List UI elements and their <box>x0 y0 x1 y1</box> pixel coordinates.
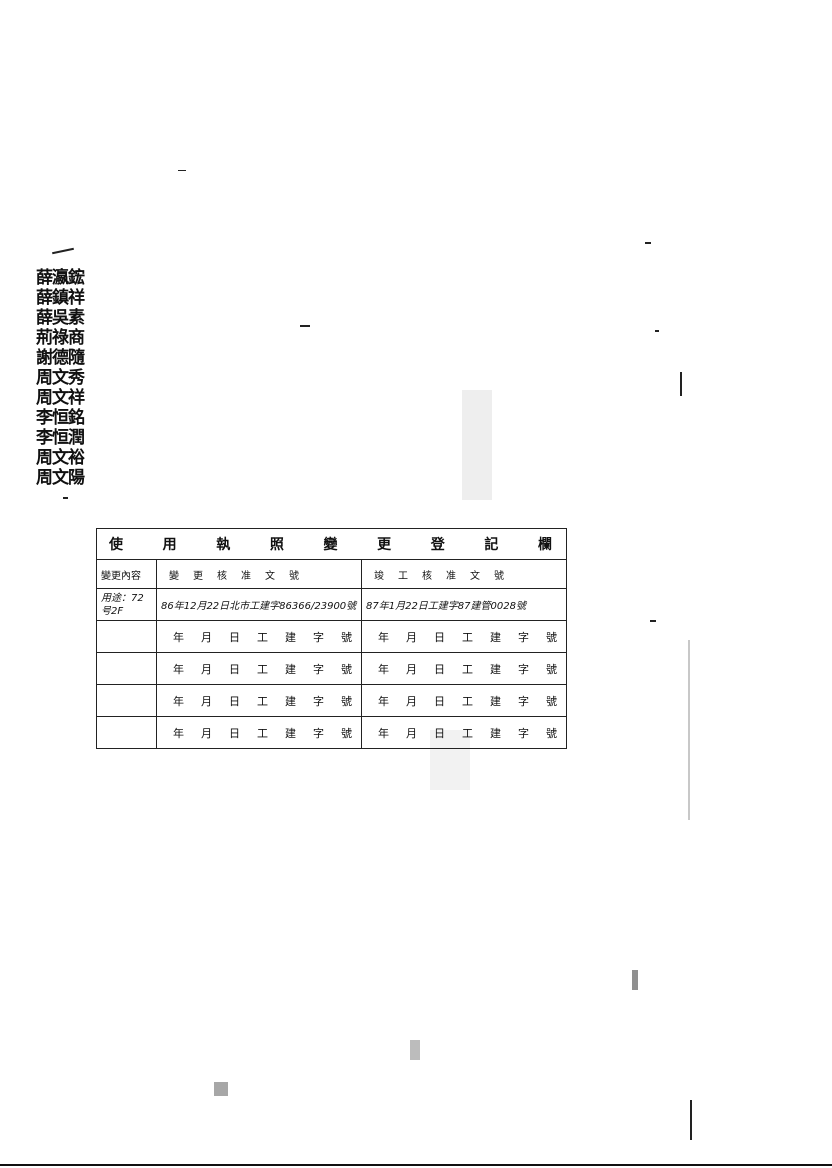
owner-name: 周文秀 <box>36 368 85 388</box>
scan-speck <box>214 1082 228 1096</box>
owner-name: 周文裕 <box>36 448 85 468</box>
completion-approval-cell: 87年1月22日工建字87建管0028號 <box>360 588 568 621</box>
header-change-content: 變更內容 <box>96 559 157 589</box>
table-row: 年月日工建字號 年月日工建字號 <box>96 652 568 685</box>
change-content-cell <box>96 652 157 685</box>
change-content-cell: 用途：72号2F <box>96 588 157 621</box>
table-row: 用途：72号2F 86年12月22日北市工建字86366/23900號 87年1… <box>96 588 568 621</box>
owner-name: 李恒潤 <box>36 428 85 448</box>
header-change-approval-no: 變更核准文號 <box>156 559 362 589</box>
change-content-cell <box>96 684 157 717</box>
scan-speck <box>650 620 656 622</box>
owner-name-list: 薛瀛鋐 薛鎮祥 薛吳素 荊祿商 謝德隨 周文秀 周文祥 李恒銘 李恒潤 周文裕 … <box>36 268 96 488</box>
scan-speck <box>690 1100 692 1140</box>
owner-name: 薛瀛鋐 <box>36 268 85 288</box>
change-content-cell <box>96 716 157 749</box>
scan-speck <box>680 372 682 396</box>
table-row: 年月日工建字號 年月日工建字號 <box>96 620 568 653</box>
table-title: 使用執照變更登記欄 <box>95 528 568 560</box>
table-header-row: 變更內容 變更核准文號 竣工核准文號 <box>96 559 568 589</box>
scan-speck <box>645 242 651 244</box>
scan-speck <box>63 497 68 499</box>
owner-name: 薛吳素 <box>36 308 85 328</box>
change-approval-cell: 86年12月22日北市工建字86366/23900號 <box>156 588 362 621</box>
owner-name: 謝德隨 <box>36 348 85 368</box>
owner-name: 周文陽 <box>36 468 85 488</box>
owner-name: 李恒銘 <box>36 408 85 428</box>
scan-speck <box>632 970 638 990</box>
owner-name: 周文祥 <box>36 388 85 408</box>
scan-speck <box>688 640 690 820</box>
scan-speck <box>300 325 310 327</box>
change-approval-cell: 年月日工建字號 <box>156 652 362 685</box>
owner-name: 荊祿商 <box>36 328 85 348</box>
table-title-row: 使用執照變更登記欄 <box>95 528 568 560</box>
table-row: 年月日工建字號 年月日工建字號 <box>96 716 568 749</box>
completion-approval-cell: 年月日工建字號 <box>360 620 568 653</box>
change-content-cell <box>96 620 157 653</box>
scan-speck <box>655 330 659 332</box>
change-approval-cell: 年月日工建字號 <box>156 620 362 653</box>
completion-approval-cell: 年月日工建字號 <box>360 684 568 717</box>
owner-name: 薛鎮祥 <box>36 288 85 308</box>
scan-speck <box>52 247 74 255</box>
change-approval-cell: 年月日工建字號 <box>156 684 362 717</box>
table-row: 年月日工建字號 年月日工建字號 <box>96 684 568 717</box>
scan-speck <box>462 390 492 500</box>
scan-speck <box>410 1040 420 1060</box>
completion-approval-cell: 年月日工建字號 <box>360 652 568 685</box>
scan-speck <box>178 170 186 171</box>
header-completion-approval-no: 竣工核准文號 <box>360 559 568 589</box>
license-change-register-table: 使用執照變更登記欄 變更內容 變更核准文號 竣工核准文號 用途：72号2F 86… <box>95 528 568 749</box>
change-approval-cell: 年月日工建字號 <box>156 716 362 749</box>
page-bottom-edge <box>0 1164 832 1166</box>
completion-approval-cell: 年月日工建字號 <box>360 716 568 749</box>
